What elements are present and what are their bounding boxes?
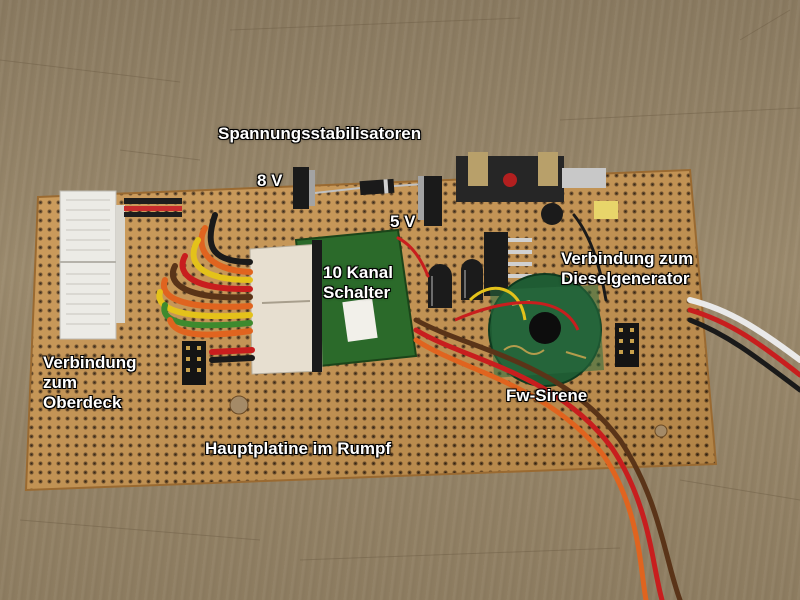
header-pins [484,232,532,296]
label-5v: 5 V [390,212,416,231]
ribbon-wires [156,212,255,363]
label-fw-sirene: Fw-Sirene [506,386,588,405]
label-hauptplatine: Hauptplatine im Rumpf [205,439,392,458]
label-oberdeck-line3: Oberdeck [43,393,122,412]
label-schalter-line: Schalter [323,283,391,302]
switch-module [249,228,418,375]
oberdeck-connector [59,190,125,340]
label-oberdeck: Verbindung zum Oberdeck [43,353,137,413]
label-diesel-line1: Verbindung zum [561,249,694,268]
voltage-regulators [293,152,618,226]
label-8v: 8 V [257,171,283,190]
label-diesel-line2: Dieselgenerator [561,269,690,288]
label-dieselgenerator: Verbindung zum Dieselgenerator [561,249,693,289]
label-spannungsstabilisatoren: Spannungsstabilisatoren [218,124,422,143]
label-oberdeck-line1: Verbindung [43,353,137,372]
workbench-scratches [0,9,800,561]
pin-headers [124,198,639,385]
label-oberdeck-line2: zum [43,373,77,392]
siren-module [454,273,604,387]
external-wires [396,213,800,600]
label-10-kanal-line: 10 Kanal [323,263,393,282]
label-10-kanal-schalter: 10 Kanal Schalter [323,263,393,303]
